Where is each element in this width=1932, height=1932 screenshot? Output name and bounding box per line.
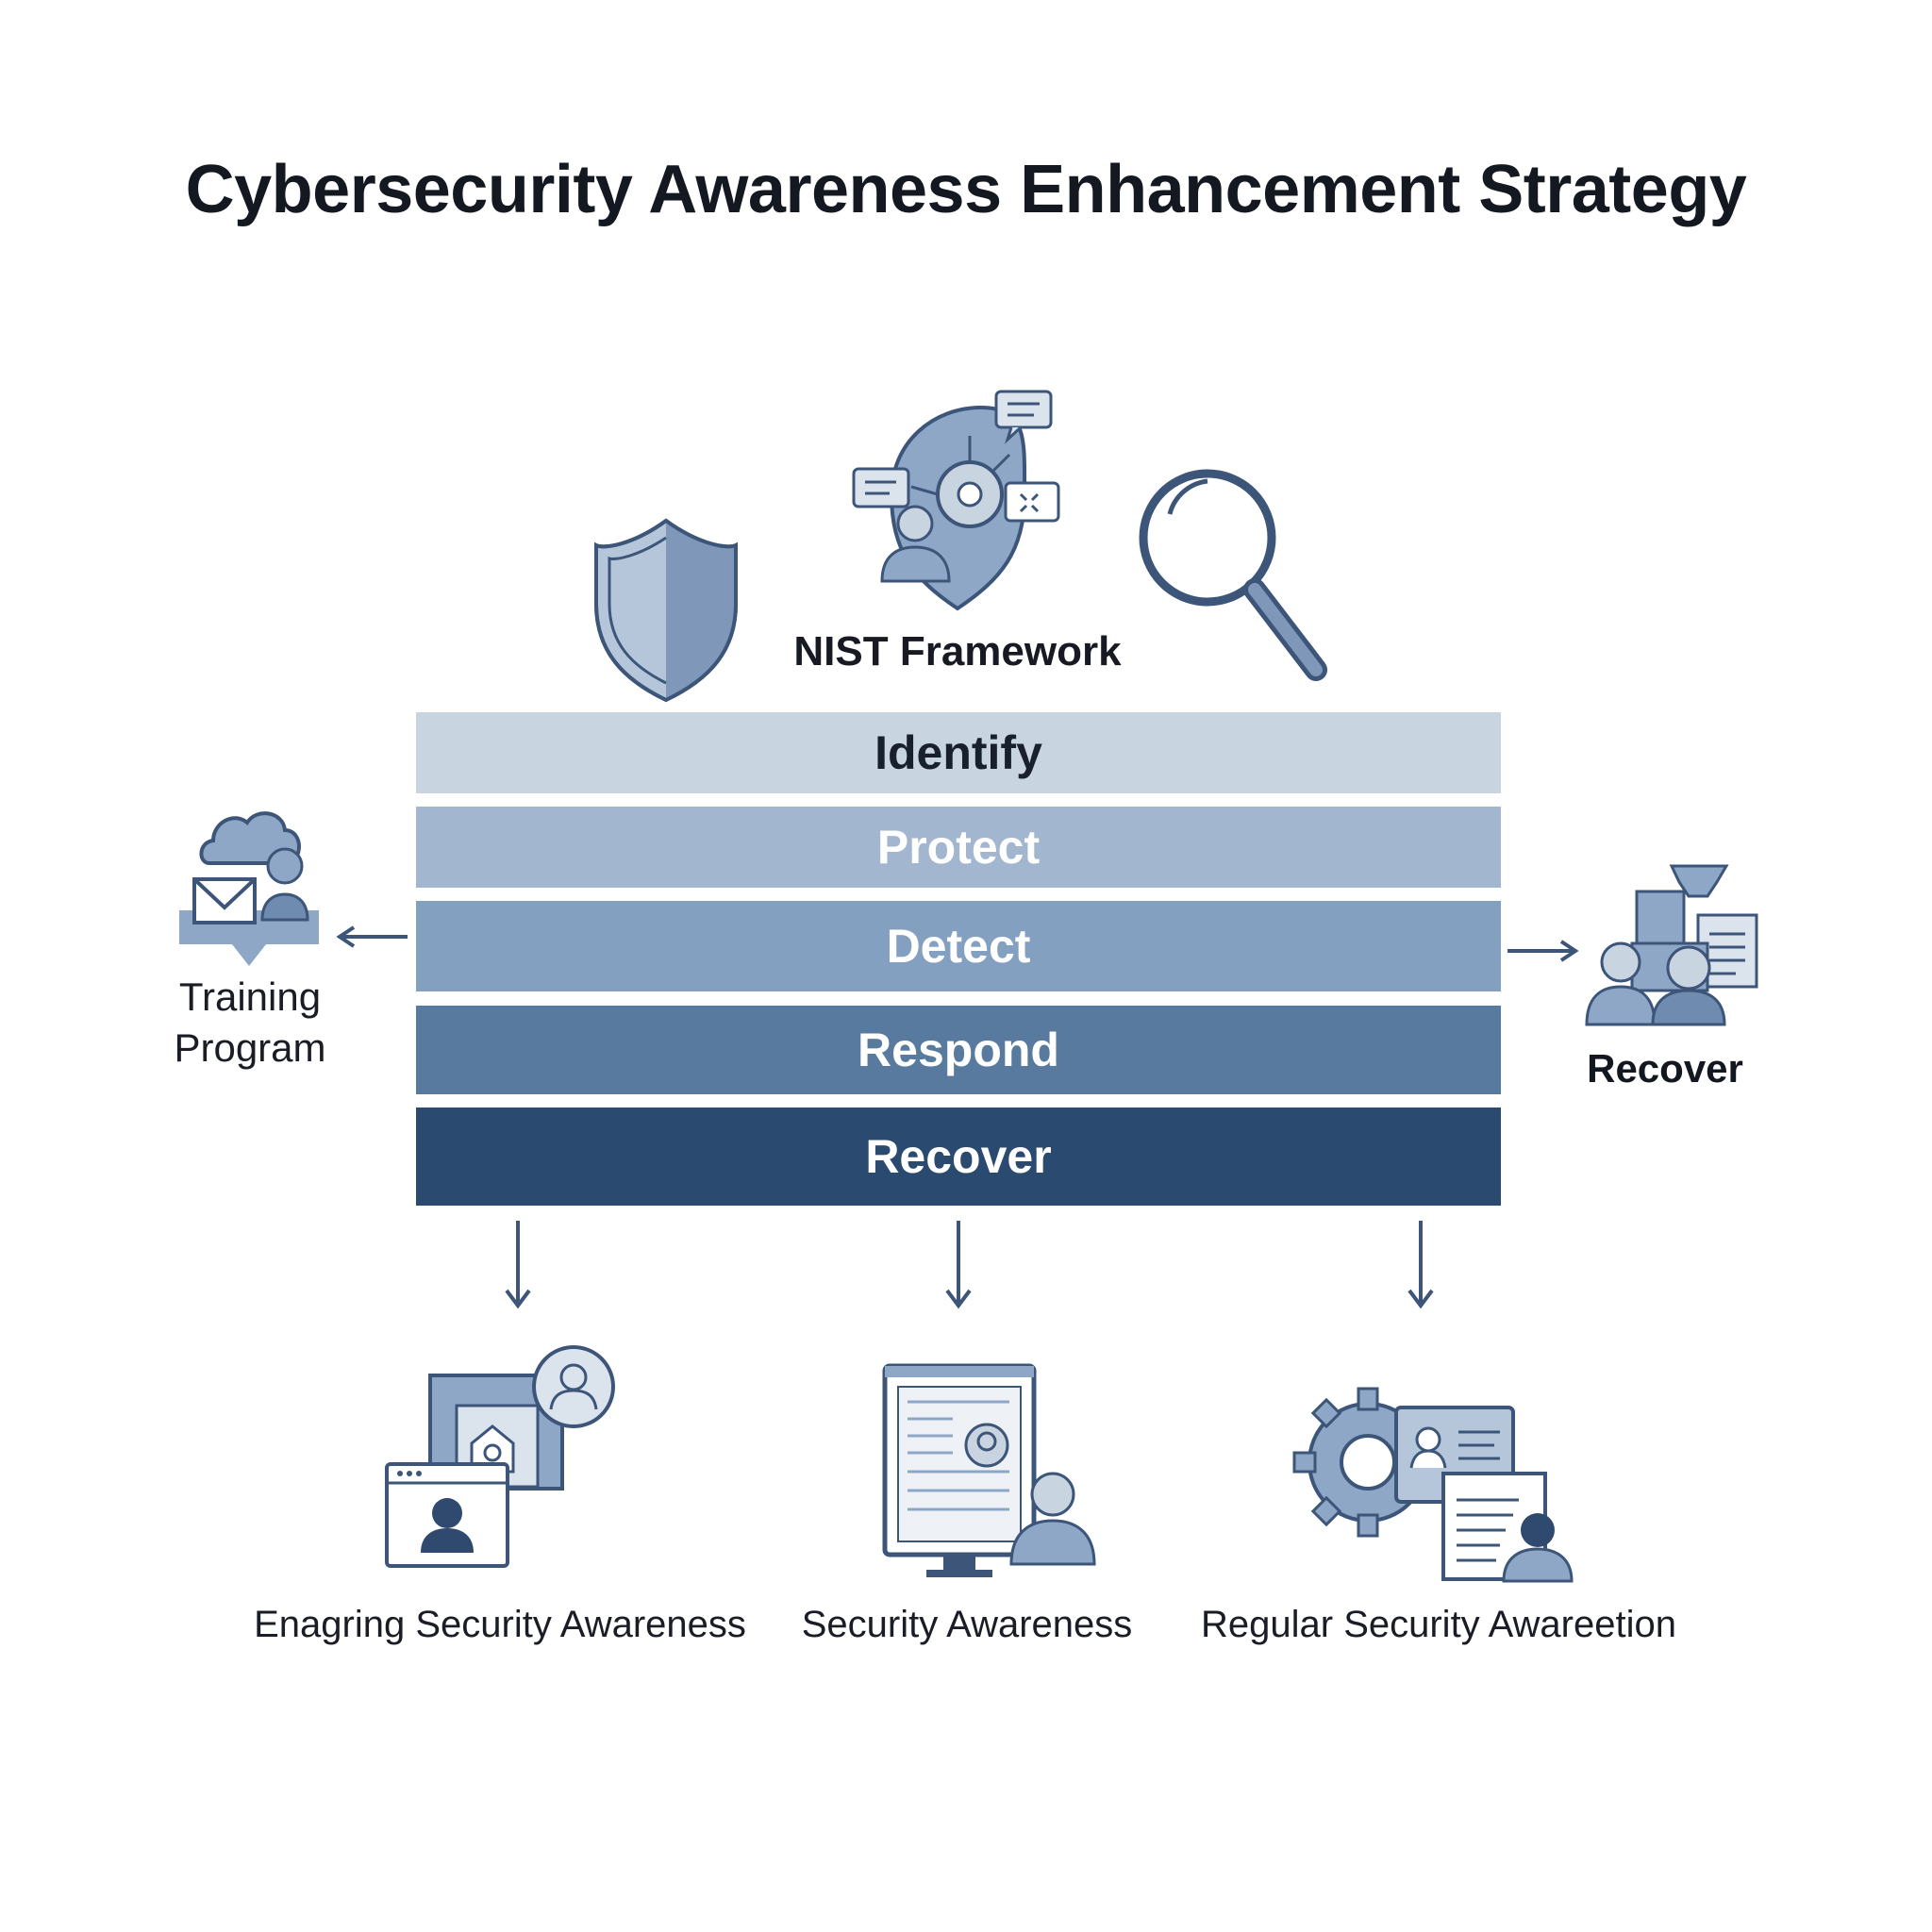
training-program-label: Training Program xyxy=(142,972,358,1074)
outcome-label-1: Enagring Security Awareness xyxy=(254,1604,746,1645)
shield-icon xyxy=(594,518,738,703)
gear-profile-document-icon xyxy=(1292,1387,1574,1583)
training-label-line1: Training xyxy=(178,974,322,1019)
layer-recover: Recover xyxy=(416,1108,1501,1206)
training-label-line2: Program xyxy=(174,1025,326,1070)
magnifier-icon xyxy=(1139,469,1327,681)
layer-respond: Respond xyxy=(416,1006,1501,1094)
diagram-title: Cybersecurity Awareness Enhancement Stra… xyxy=(185,152,1747,227)
layer-detect: Detect xyxy=(416,901,1501,991)
outcome-label-2: Security Awareness xyxy=(801,1604,1133,1645)
tablet-profile-icon xyxy=(882,1363,1096,1577)
outcome-label-3: Regular Security Awareetion xyxy=(1201,1604,1676,1645)
layer-protect: Protect xyxy=(416,807,1501,888)
arrow-down-3 xyxy=(1407,1221,1434,1309)
framework-label: NIST Framework xyxy=(793,628,1122,675)
arrow-right xyxy=(1507,940,1579,962)
arrow-down-1 xyxy=(505,1221,531,1309)
hub-chat-icon xyxy=(852,390,1060,611)
recover-node-label: Recover xyxy=(1587,1046,1743,1091)
team-documents-icon xyxy=(1585,864,1758,1026)
video-conference-icon xyxy=(385,1345,615,1568)
arrow-down-2 xyxy=(945,1221,972,1309)
training-cloud-mail-icon xyxy=(179,811,319,966)
layer-identify: Identify xyxy=(416,712,1501,793)
arrow-left xyxy=(336,925,408,948)
